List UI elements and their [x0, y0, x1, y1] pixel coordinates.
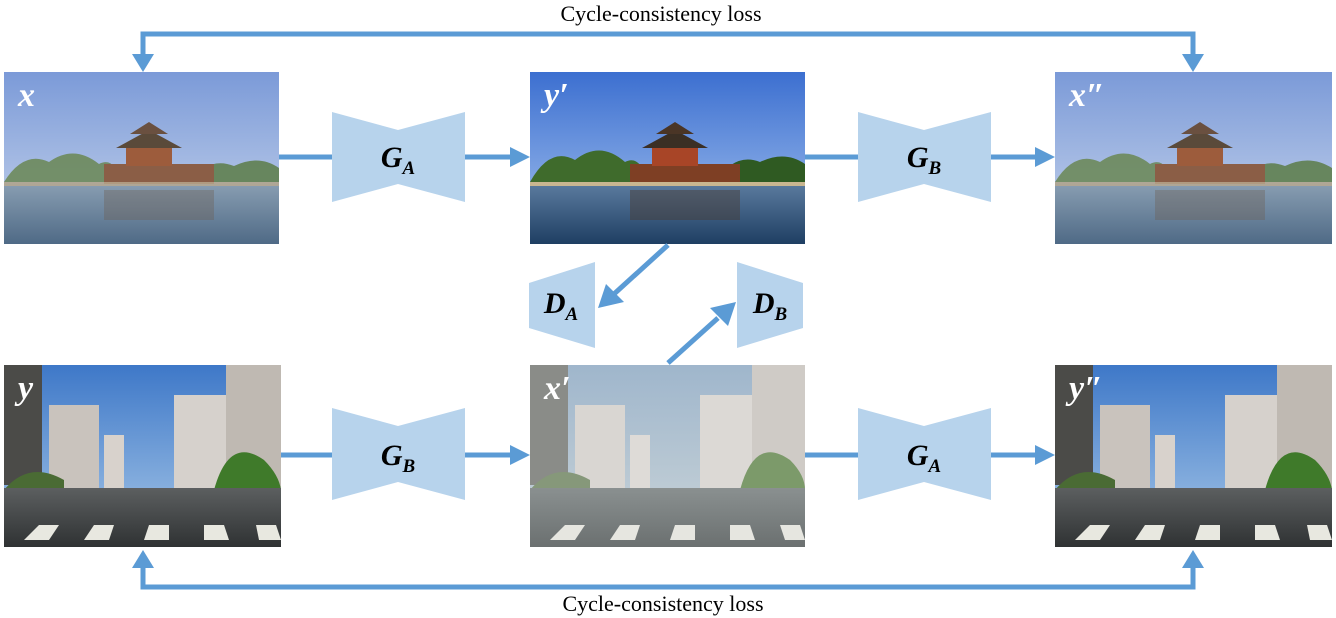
bottom-cycle-loss-label: Cycle-consistency loss [562, 591, 763, 616]
image-x-prime-label: x′ [543, 370, 571, 407]
generator-gb-top-label: GB [907, 141, 941, 179]
generator-gb-bottom: GB [332, 408, 465, 500]
image-x-double-prime: x″ [1055, 72, 1332, 244]
image-y-label: y [14, 370, 34, 407]
image-x-prime: x′ [530, 365, 805, 547]
discriminator-db: DB [737, 262, 803, 348]
image-x-double-prime-label: x″ [1068, 77, 1105, 114]
image-y: y [4, 365, 281, 547]
arrow-gb-to-x-double-prime [991, 147, 1055, 167]
arrow-ga-to-y-prime [465, 147, 530, 167]
generator-ga-top-label: GA [381, 141, 415, 179]
generator-ga-top: GA [332, 112, 465, 202]
arrow-x-prime-to-db [666, 302, 736, 365]
arrow-ga-to-y-double-prime [991, 445, 1055, 465]
discriminator-db-label: DB [752, 287, 787, 325]
generator-gb-top: GB [858, 112, 991, 202]
generator-ga-bottom-label: GA [907, 439, 941, 477]
bottom-cycle-loss-connector [132, 550, 1204, 590]
arrow-y-prime-to-da [598, 243, 670, 308]
image-y-double-prime-label: y″ [1065, 370, 1103, 407]
generator-gb-bottom-label: GB [381, 439, 415, 477]
top-cycle-loss-connector [132, 31, 1204, 72]
discriminator-da: DA [529, 262, 595, 348]
generator-ga-bottom: GA [858, 408, 991, 500]
image-y-double-prime: y″ [1055, 365, 1332, 547]
discriminator-da-label: DA [543, 287, 578, 325]
arrow-gb-to-x-prime [465, 445, 530, 465]
image-x: x [4, 72, 279, 244]
image-y-prime-label: y′ [540, 77, 569, 114]
image-y-prime: y′ [530, 72, 805, 244]
image-x-label: x [17, 77, 35, 114]
top-cycle-loss-label: Cycle-consistency loss [560, 1, 761, 26]
